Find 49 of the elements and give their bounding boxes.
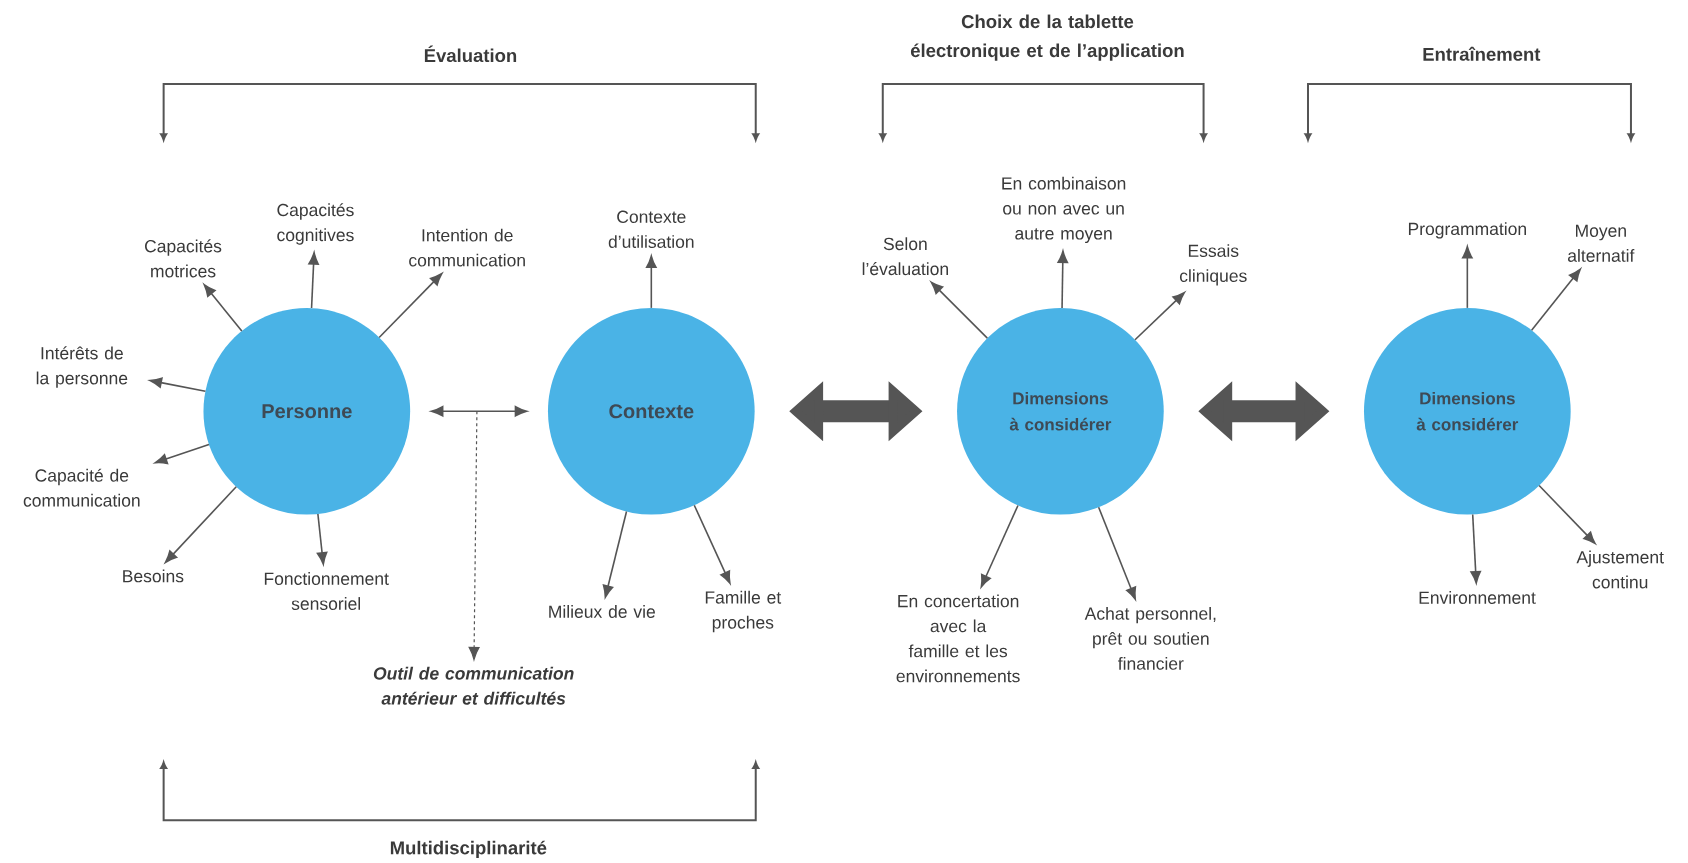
node-label: Besoins — [123, 569, 184, 583]
arrow — [1538, 484, 1596, 544]
arrow — [1057, 250, 1069, 309]
dashed-arrow — [468, 410, 480, 660]
circle-node: Dimensions à considérer — [957, 307, 1164, 515]
node-label: Achat personnel, prêt ou soutien financier — [1084, 606, 1216, 670]
node-label: Milieux de vie — [549, 604, 655, 618]
node-label: Fonctionnement sensoriel — [264, 571, 389, 610]
section-heading: Multidisciplinarité — [390, 840, 547, 858]
arrow — [1097, 506, 1137, 600]
arrow — [693, 504, 731, 584]
arrow — [203, 283, 243, 332]
node-label: Moyen alternatif — [1568, 224, 1635, 262]
arrow — [316, 513, 328, 565]
node-label: En combinaison ou non avec un autre moyen — [1002, 176, 1126, 243]
arrow — [1530, 268, 1581, 331]
node-label: Famille et proches — [705, 590, 782, 632]
node-label: Programmation — [1408, 222, 1526, 239]
section-heading: Choix de la tablette électronique et de l’application — [910, 14, 1184, 61]
node-label: Selon l’évaluation — [862, 237, 948, 275]
arrow — [1461, 245, 1473, 309]
arrow — [378, 272, 443, 339]
double-arrow — [430, 405, 528, 417]
node-label: Ajustement continu — [1576, 550, 1664, 589]
arrow — [930, 281, 989, 339]
node-label: Contexte d’utilisation — [608, 210, 694, 248]
node-label: Intention de communication — [409, 228, 525, 267]
node-label: En concertation avec la famille et les environnements — [896, 594, 1020, 683]
arrow — [645, 255, 657, 309]
arrow — [980, 504, 1019, 588]
arrow — [1134, 291, 1186, 341]
arrow — [149, 377, 207, 392]
arrow — [308, 251, 319, 309]
circle-node: Contexte — [547, 307, 755, 515]
node-label: Capacités cognitives — [277, 202, 354, 245]
section-heading: Évaluation — [424, 45, 517, 62]
node-label: Outil de communication antérieur et difficultés — [373, 666, 574, 705]
circle-node: Dimensions à considérer — [1364, 307, 1571, 515]
node-label: Intérêts de la personne — [36, 346, 128, 388]
node-label: Capacité de communication — [23, 468, 140, 507]
node-label: Capacités motrices — [145, 239, 222, 278]
arrow — [164, 485, 238, 563]
arrow — [154, 443, 210, 464]
arrow — [1470, 513, 1482, 584]
node-label: Environnement — [1419, 590, 1536, 604]
circle-node: Personne — [203, 307, 411, 515]
arrow — [602, 510, 628, 598]
section-heading: Entraînement — [1423, 46, 1541, 61]
node-label: Essais cliniques — [1179, 244, 1247, 286]
